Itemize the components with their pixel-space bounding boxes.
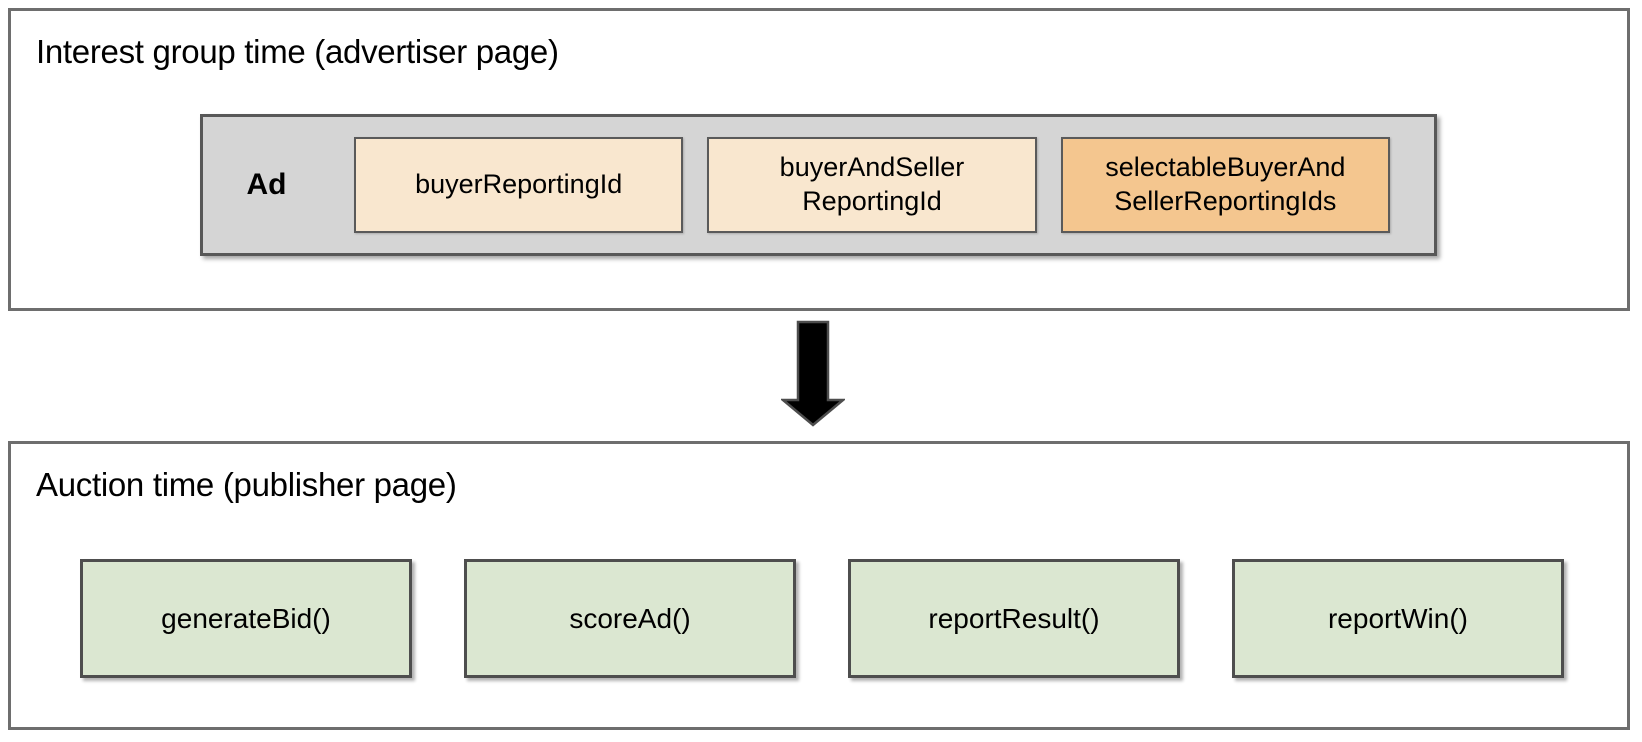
field-box-buyer-and-seller-reporting-id: buyerAndSeller ReportingId (707, 137, 1037, 233)
field-box-selectable-buyer-and-seller-reporting-ids: selectableBuyerAnd SellerReportingIds (1060, 137, 1390, 233)
ad-container: Ad buyerReportingId buyerAndSeller Repor… (200, 114, 1437, 256)
interest-group-section: Interest group time (advertiser page) Ad… (8, 8, 1630, 311)
function-box-report-result: reportResult() (848, 559, 1180, 678)
auction-title: Auction time (publisher page) (36, 466, 457, 503)
interest-group-title: Interest group time (advertiser page) (36, 33, 559, 70)
field-box-buyer-reporting-id: buyerReportingId (354, 137, 684, 233)
function-box-score-ad: scoreAd() (464, 559, 796, 678)
function-box-report-win: reportWin() (1232, 559, 1564, 678)
function-box-generate-bid: generateBid() (80, 559, 412, 678)
ad-label: Ad (246, 168, 287, 201)
auction-section: Auction time (publisher page) generateBi… (8, 441, 1630, 730)
down-arrow-icon (781, 320, 845, 427)
